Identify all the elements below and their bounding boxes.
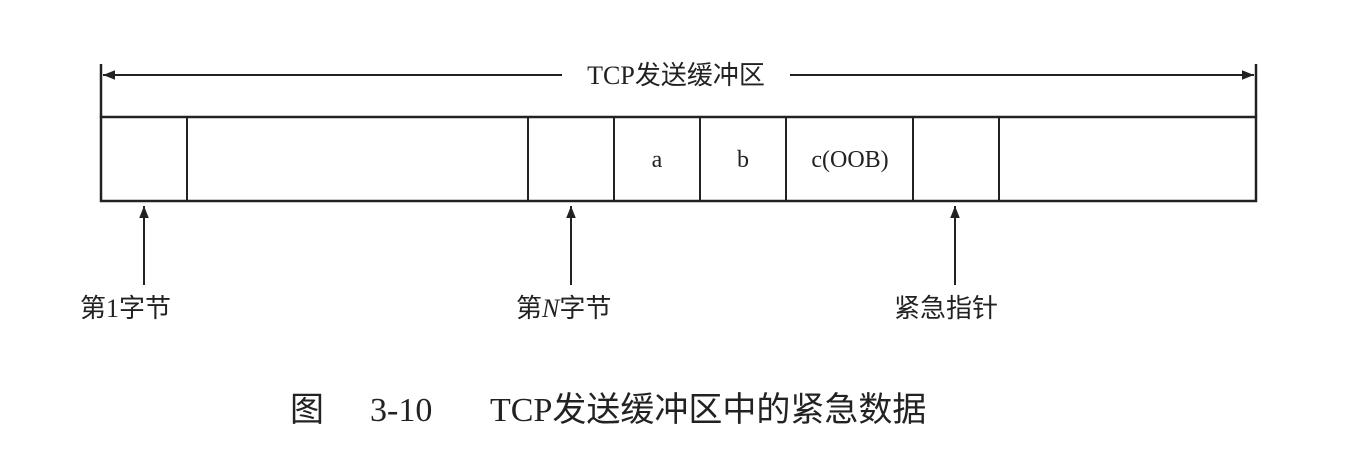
buffer-cells: a b c(OOB)	[99, 115, 1258, 203]
cell-c-oob-label: c(OOB)	[811, 147, 888, 173]
cell-b-label: b	[737, 147, 749, 173]
nth-byte-prefix: 第	[516, 294, 542, 323]
caption-figure-label: 图	[290, 392, 324, 429]
figure-caption: 图 3-10 TCP发送缓冲区中的紧急数据	[290, 391, 926, 429]
buffer-outline	[99, 115, 1258, 203]
nth-byte-label: 第N字节	[516, 294, 611, 323]
caption-title: TCP发送缓冲区中的紧急数据	[490, 391, 926, 429]
nth-byte-variable: N	[541, 294, 561, 323]
buffer-span-dimension: TCP发送缓冲区	[99, 61, 1258, 117]
urgent-pointer-label: 紧急指针	[894, 294, 998, 323]
caption-figure-number: 3-10	[370, 392, 432, 429]
first-byte-label: 第1字节	[80, 294, 171, 323]
nth-byte-suffix: 字节	[559, 294, 611, 323]
pointer-arrows	[139, 206, 960, 285]
cell-a-label: a	[652, 147, 663, 173]
buffer-label: TCP发送缓冲区	[587, 61, 765, 90]
